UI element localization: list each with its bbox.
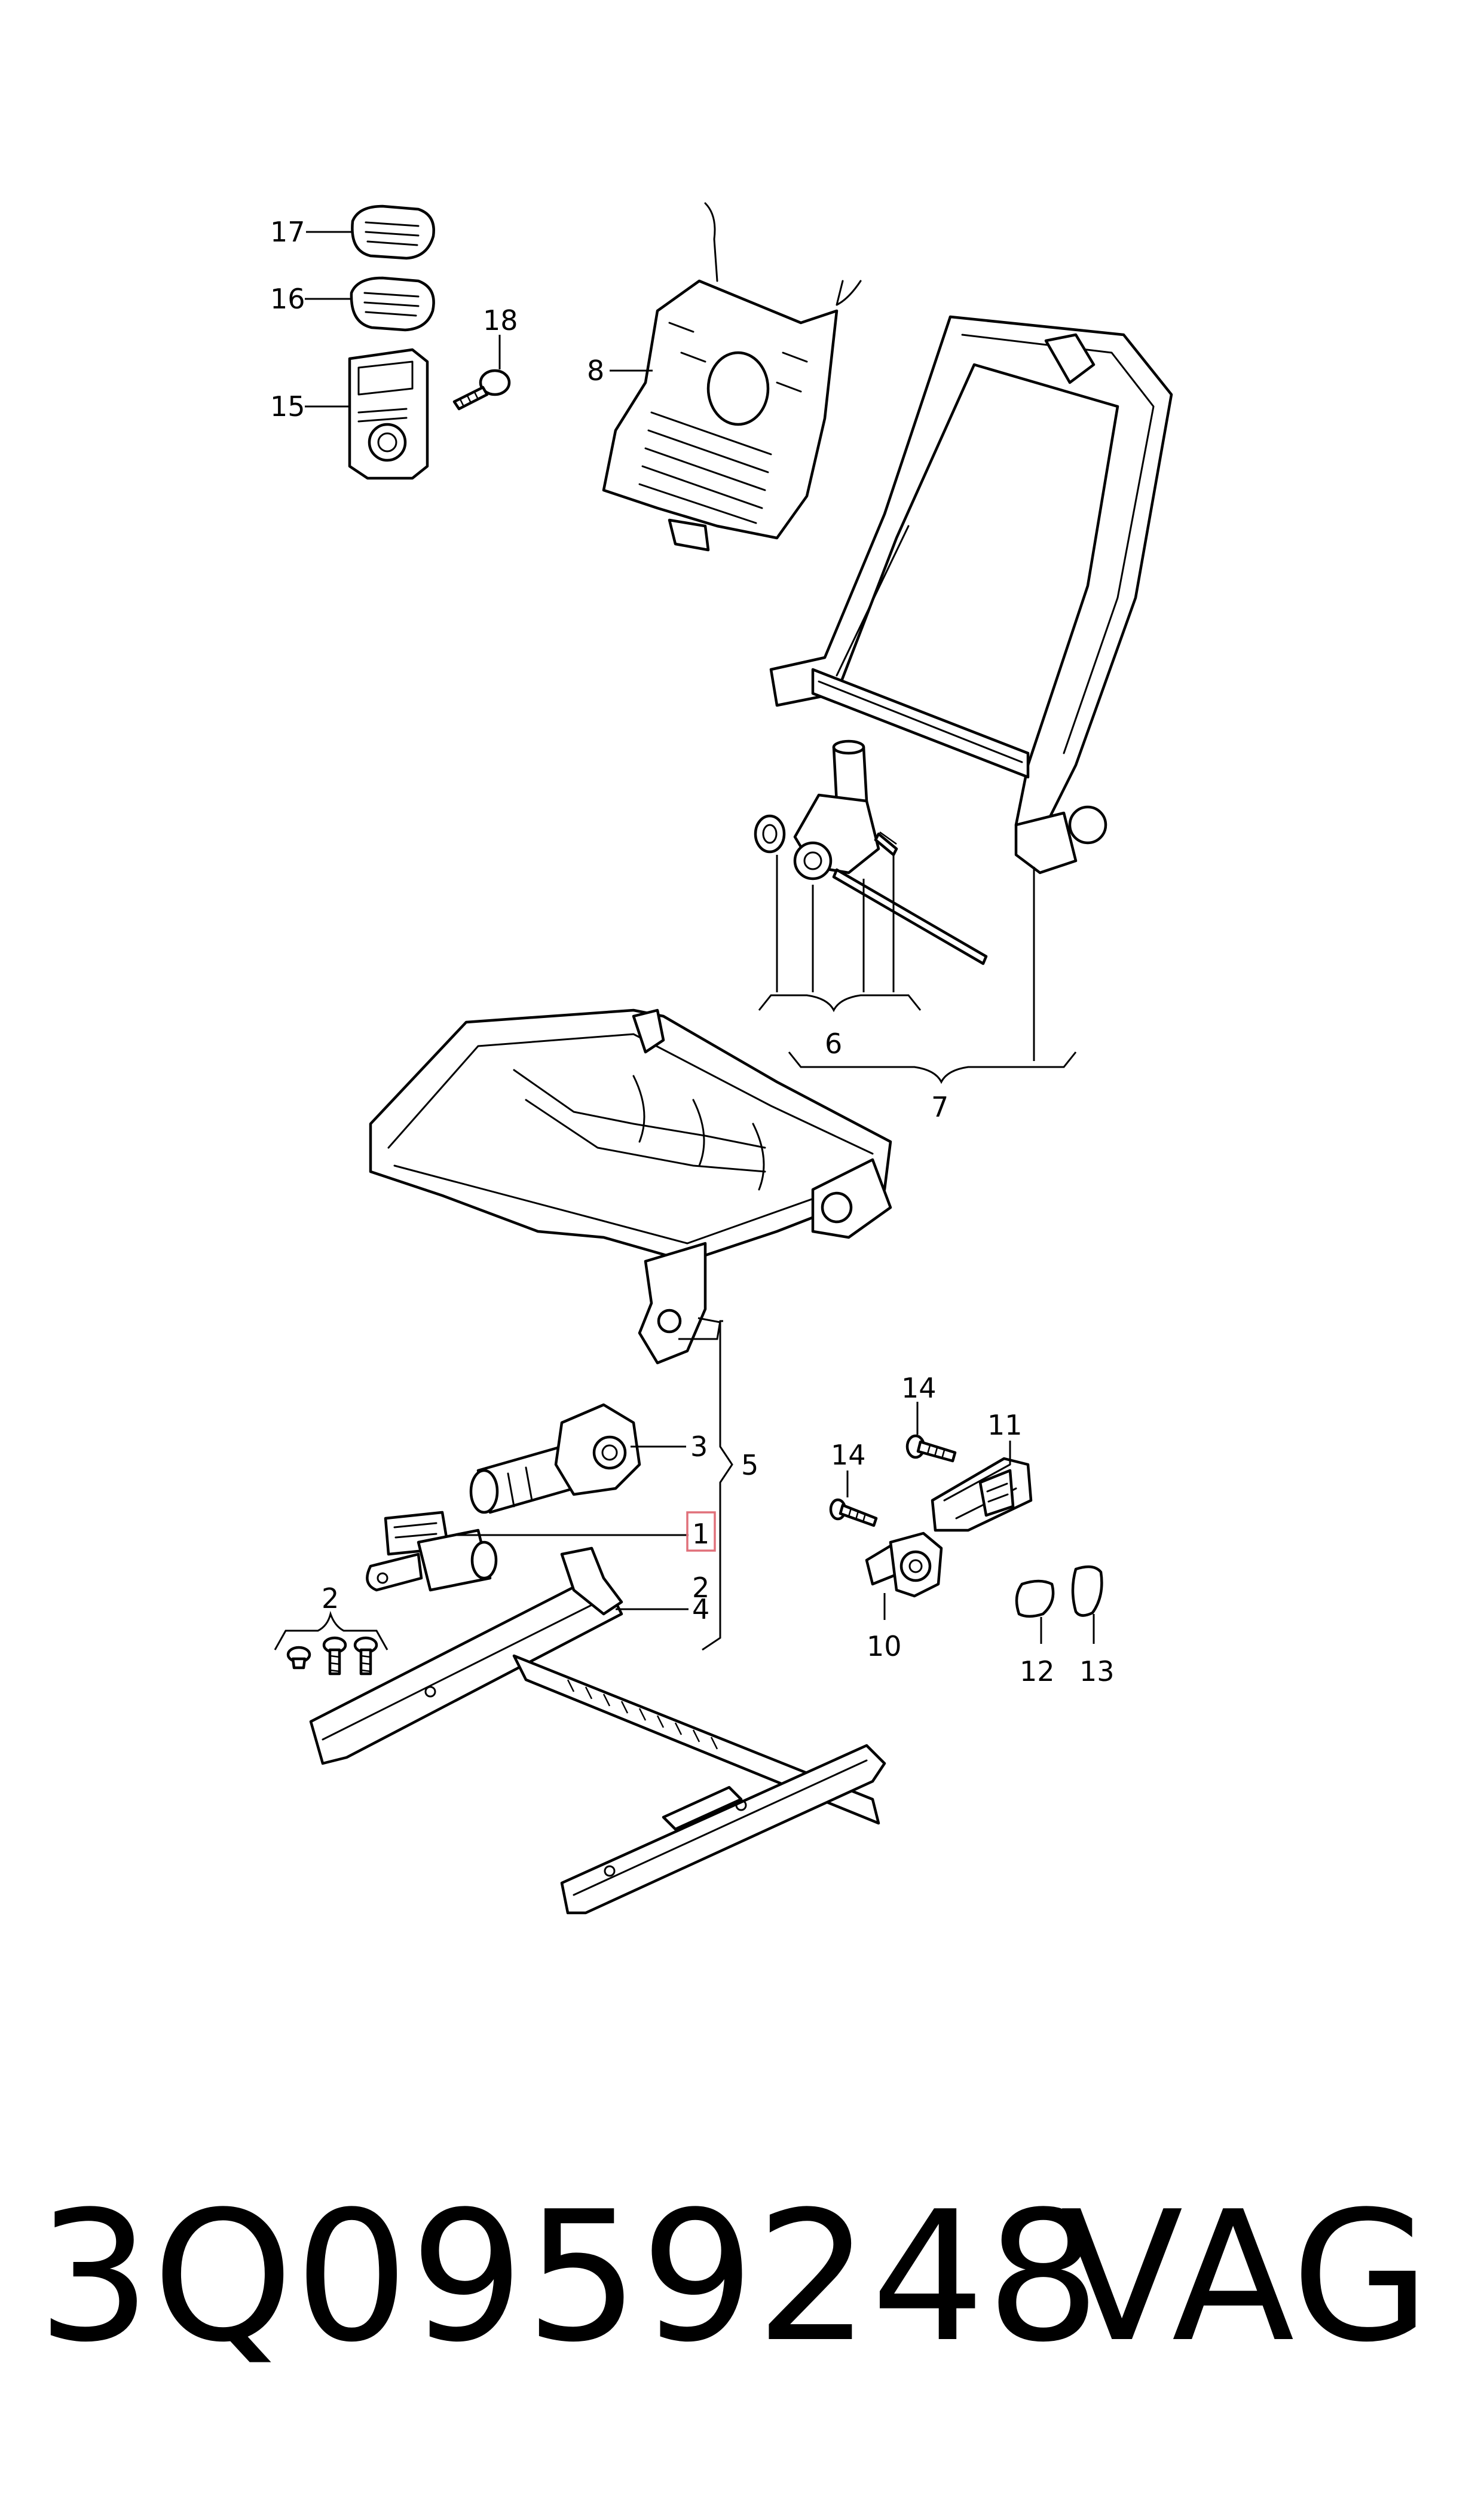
part-1-adjust-motor	[366, 1511, 498, 1592]
part-number: 3Q0959248	[37, 2173, 1102, 2382]
callout-15: 15	[270, 390, 305, 423]
callout-1: 1	[692, 1518, 709, 1550]
part-15-switch-unit	[348, 348, 429, 480]
callout-14-upper: 14	[901, 1372, 937, 1404]
callout-16: 16	[270, 283, 305, 315]
callout-2-right: 2	[692, 1572, 709, 1604]
callout-6: 6	[825, 1028, 842, 1060]
callout-13: 13	[1079, 1655, 1115, 1687]
part-18-screw	[452, 369, 511, 411]
part-16-cap	[350, 276, 435, 332]
callout-1-highlight	[686, 1511, 716, 1552]
part-4-seat-rail	[309, 1546, 886, 1915]
callout-3: 3	[690, 1430, 708, 1463]
callout-2-left: 2	[322, 1582, 339, 1615]
callout-17: 17	[270, 216, 305, 248]
callout-5: 5	[741, 1449, 758, 1481]
callout-10: 10	[867, 1630, 902, 1662]
footer: 3Q0959248 VAG	[0, 2176, 1484, 2379]
part-10-switch	[865, 1531, 943, 1598]
part-14-screw-upper	[905, 1434, 957, 1463]
part-14-screw-lower	[829, 1498, 878, 1527]
seat-cushion-frame	[369, 1008, 892, 1365]
part-2-screws	[286, 1636, 378, 1676]
callout-8: 8	[587, 354, 604, 387]
part-8-lumbar-support	[602, 202, 862, 552]
callout-11: 11	[987, 1409, 1023, 1441]
part-11-control-module	[931, 1457, 1033, 1532]
part-6-recliner-motor	[754, 739, 988, 965]
part-12-knob	[1015, 1579, 1055, 1618]
callout-12: 12	[1020, 1655, 1055, 1687]
callout-14-lower: 14	[831, 1439, 866, 1471]
brand-label: VAG	[1060, 2173, 1430, 2382]
seat-back-frame	[769, 315, 1173, 875]
part-3-height-motor	[469, 1403, 641, 1514]
callout-4: 4	[692, 1593, 709, 1625]
callout-7: 7	[931, 1091, 948, 1123]
callout-18: 18	[483, 304, 518, 337]
part-17-cap	[351, 204, 435, 260]
part-13-knob	[1071, 1565, 1103, 1617]
